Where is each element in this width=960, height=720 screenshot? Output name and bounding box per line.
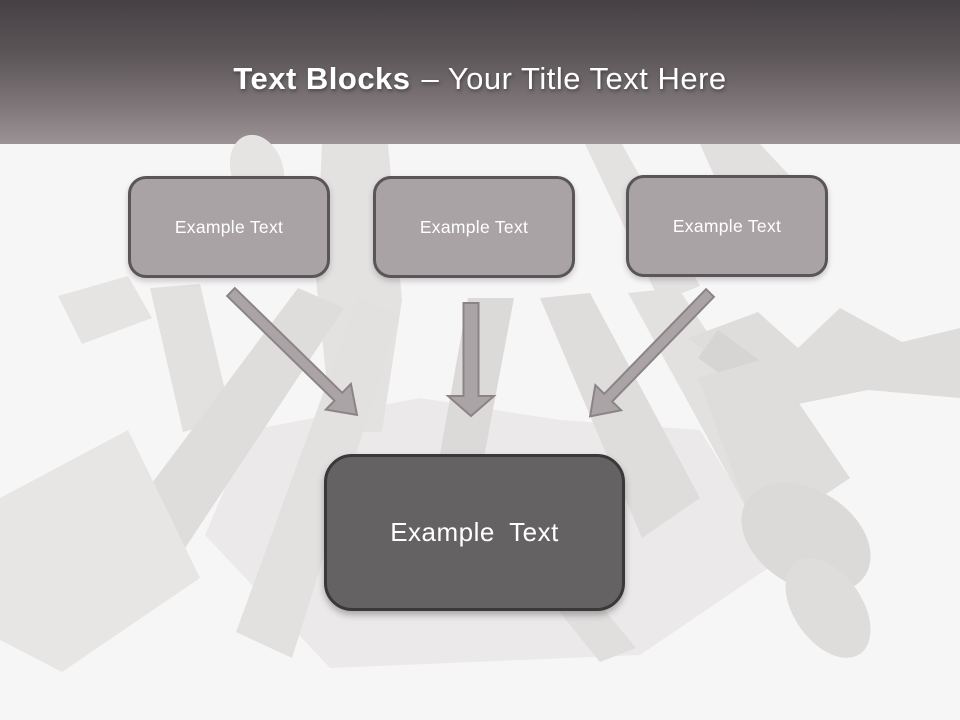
silhouette-streak (700, 144, 790, 180)
text-block-2: Example Text (373, 176, 575, 278)
arrow-down-left-icon (588, 287, 716, 418)
silhouette-foot-streak (558, 602, 636, 662)
silhouette-leg (236, 298, 400, 658)
target-text-block: Example Text (324, 454, 625, 611)
text-block-3: Example Text (626, 175, 828, 277)
text-block-2-label: Example Text (419, 216, 529, 237)
slide-title-rest: – Your Title Text Here (421, 61, 727, 96)
text-block-1-label: Example Text (174, 216, 284, 237)
arrow-down-icon (445, 302, 497, 418)
text-block-3-label: Example Text (672, 215, 782, 236)
silhouette-head-large (741, 482, 871, 594)
silhouette-arm (58, 276, 152, 344)
silhouette-leg (150, 284, 232, 432)
silhouette-foot (785, 558, 871, 658)
title-bar: Text Blocks – Your Title Text Here (0, 0, 960, 144)
text-block-1: Example Text (128, 176, 330, 278)
silhouette-leg (540, 293, 700, 538)
target-text-block-label: Example Text (390, 517, 559, 547)
arrow-down-right-icon (225, 286, 359, 417)
silhouette-streak (0, 430, 200, 672)
slide-title-bold: Text Blocks (233, 61, 411, 96)
